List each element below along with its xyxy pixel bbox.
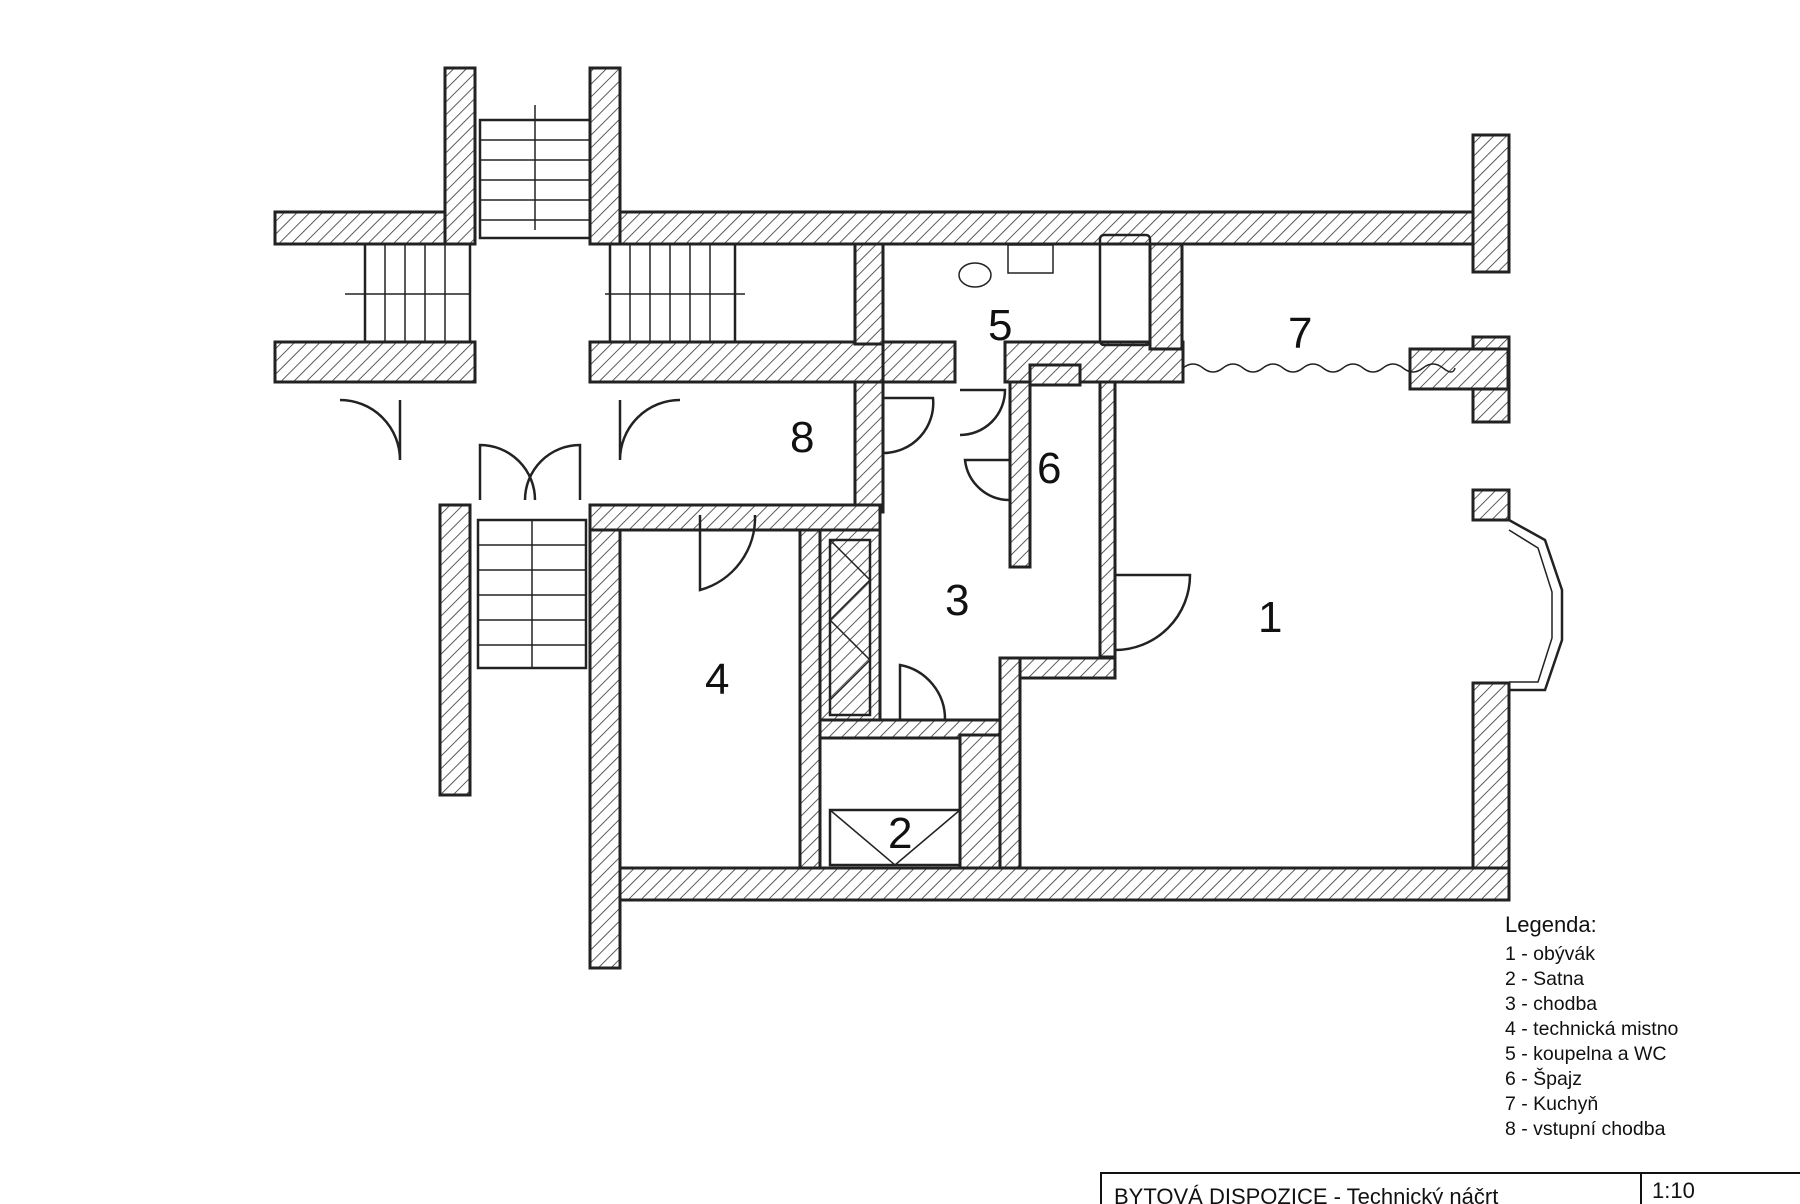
title-block-scale: 1:10 — [1652, 1178, 1695, 1203]
staircase-bottom — [476, 518, 588, 670]
legend-item: 3 - chodba — [1505, 993, 1598, 1015]
room-number-6: 6 — [1037, 444, 1061, 493]
legend-item: 7 - Kuchyň — [1505, 1093, 1599, 1115]
legend-item: 6 - Špajz — [1505, 1068, 1582, 1090]
legend-item: 4 - technická mistno — [1505, 1018, 1679, 1040]
room-number-2: 2 — [888, 809, 912, 858]
wardrobe-3 — [828, 538, 872, 717]
room-number-7: 7 — [1288, 309, 1312, 358]
room-number-4: 4 — [705, 655, 729, 704]
title-block-divider — [1640, 1174, 1642, 1204]
legend-title: Legenda: — [1505, 912, 1597, 937]
title-block-title: BYTOVÁ DISPOZICE - Technický náčrt — [1114, 1184, 1499, 1204]
legend-item: 5 - koupelna a WC — [1505, 1043, 1667, 1065]
room-number-5: 5 — [988, 301, 1012, 350]
kitchen-counter — [1182, 363, 1456, 373]
legend: Legenda: 1 - obývák 2 - Satna 3 - chodba… — [1505, 912, 1800, 1142]
staircase-top — [478, 105, 592, 240]
legend-item: 2 - Satna — [1505, 968, 1585, 990]
doors — [339, 388, 1192, 721]
room-number-1: 1 — [1258, 593, 1282, 642]
bay-window — [1508, 518, 1564, 692]
staircase-right — [605, 242, 745, 344]
legend-item: 8 - vstupní chodba — [1505, 1118, 1666, 1140]
room-number-8: 8 — [790, 413, 814, 462]
wardrobe-2 — [828, 808, 962, 867]
room-number-3: 3 — [945, 576, 969, 625]
walls — [273, 66, 1511, 970]
legend-item: 1 - obývák — [1505, 943, 1595, 965]
staircase-left — [345, 242, 472, 344]
bathroom-fixtures — [958, 233, 1152, 347]
title-block: BYTOVÁ DISPOZICE - Technický náčrt 1:10 — [1100, 1172, 1800, 1204]
